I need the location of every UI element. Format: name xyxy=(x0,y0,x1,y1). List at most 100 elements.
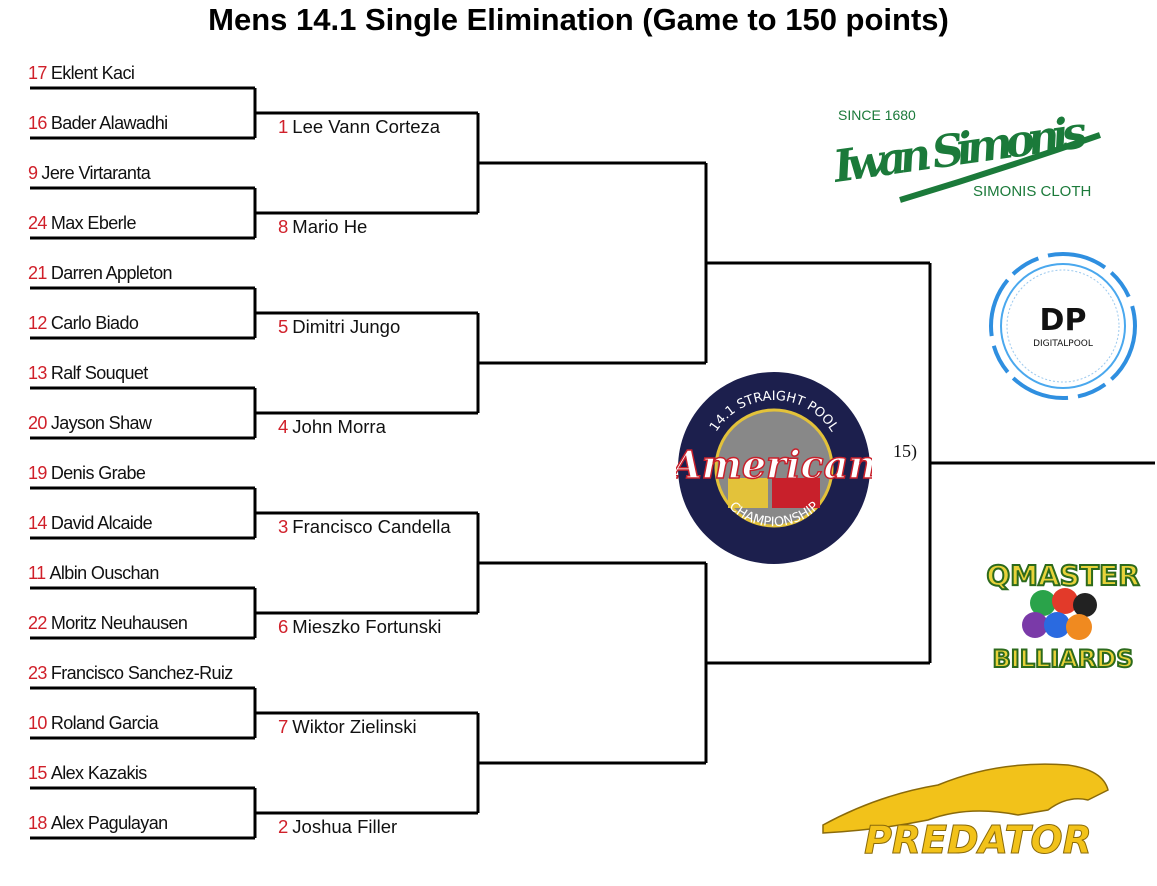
player-name: Wiktor Zielinski xyxy=(292,716,417,737)
seed-number: 10 xyxy=(28,713,47,733)
player-name: Denis Grabe xyxy=(50,463,146,483)
panther-icon xyxy=(822,763,1109,834)
ball xyxy=(1044,612,1070,638)
player-name: Moritz Neuhausen xyxy=(50,613,188,633)
player-name: John Morra xyxy=(292,416,386,437)
player-name: David Alcaide xyxy=(50,513,153,533)
seed-number: 19 xyxy=(28,463,47,483)
qmaster-top: QMASTER xyxy=(986,559,1139,592)
seed-number: 4 xyxy=(278,416,289,437)
qmaster-logo-graphic: QMASTER BILLIARDS xyxy=(985,558,1140,674)
seed-number: 13 xyxy=(28,363,47,383)
seed-number: 17 xyxy=(28,63,47,83)
player-name: Francisco Sanchez-Ruiz xyxy=(50,663,233,683)
simonis-swoosh xyxy=(899,132,1101,203)
seed-number: 3 xyxy=(278,516,289,537)
player-name: Albin Ouschan xyxy=(49,563,160,583)
player-name: Joshua Filler xyxy=(292,816,398,837)
seed-number: 9 xyxy=(28,163,38,183)
seed-number: 23 xyxy=(28,663,47,683)
dp-inner-ring xyxy=(1006,269,1120,383)
player-name: Ralf Souquet xyxy=(50,363,148,383)
player-name: Darren Appleton xyxy=(50,263,173,283)
player-name: Jere Virtaranta xyxy=(41,163,151,183)
seed-number: 6 xyxy=(278,616,289,637)
player-name: Mieszko Fortunski xyxy=(292,616,442,637)
seed-number: 11 xyxy=(28,563,46,583)
bracket-title: Mens 14.1 Single Elimination (Game to 15… xyxy=(208,2,949,37)
ball xyxy=(1052,588,1078,614)
dp-mark: DP xyxy=(1040,303,1087,338)
qmaster-bottom: BILLIARDS xyxy=(993,645,1134,673)
american-main-text: American xyxy=(676,442,872,487)
seed-number: 22 xyxy=(28,613,47,633)
seed-number: 5 xyxy=(278,316,289,337)
digitalpool-logo-graphic: DP DIGITALPOOL xyxy=(989,252,1137,400)
player-name: Alex Pagulayan xyxy=(50,813,168,833)
player-name: Alex Kazakis xyxy=(50,763,147,783)
ball xyxy=(1066,614,1092,640)
player-name: Eklent Kaci xyxy=(50,63,135,83)
predator-text: PREDATOR xyxy=(864,818,1092,860)
predator-logo-graphic: PREDATOR xyxy=(822,763,1109,863)
seed-number: 24 xyxy=(28,213,47,233)
ball xyxy=(1030,590,1056,616)
seed-number: 14 xyxy=(28,513,47,533)
player-name: Dimitri Jungo xyxy=(292,316,401,337)
us-flag xyxy=(772,478,820,508)
seed-number: 7 xyxy=(278,716,289,737)
simonis-logo: SINCE 1680 Iwan Simonis SIMONIS CLOTH xyxy=(828,100,1110,210)
qmaster-logo: QMASTER BILLIARDS xyxy=(985,555,1141,675)
seed-number: 20 xyxy=(28,413,47,433)
seed-number: 8 xyxy=(278,216,289,237)
american-championship-logo: 14.1 STRAIGHT POOL American CHAMPIONSHIP xyxy=(668,370,877,566)
player-name: Francisco Candella xyxy=(292,516,451,537)
dp-outer-ring xyxy=(989,252,1137,400)
seed-number: 16 xyxy=(28,113,47,133)
simonis-logo-graphic: SINCE 1680 Iwan Simonis SIMONIS CLOTH xyxy=(828,107,1101,203)
digitalpool-logo: DP DIGITALPOOL xyxy=(985,248,1141,404)
final-match-label: 15) xyxy=(893,441,917,461)
ball xyxy=(1073,593,1097,617)
seed-number: 2 xyxy=(278,816,289,837)
simonis-sub: SIMONIS CLOTH xyxy=(973,183,1091,200)
dp-mid-ring xyxy=(1000,263,1126,389)
simonis-since: SINCE 1680 xyxy=(838,107,916,123)
ball xyxy=(1022,612,1048,638)
player-name: Roland Garcia xyxy=(50,713,159,733)
maryland-flag xyxy=(728,478,768,508)
predator-logo: PREDATOR xyxy=(818,755,1118,863)
player-name: Bader Alawadhi xyxy=(50,113,168,133)
dp-name: DIGITALPOOL xyxy=(1033,339,1093,349)
player-name: Mario He xyxy=(292,216,368,237)
player-name: Lee Vann Corteza xyxy=(292,116,441,137)
seed-number: 21 xyxy=(28,263,47,283)
seed-number: 12 xyxy=(28,313,47,333)
player-name: Max Eberle xyxy=(50,213,137,233)
american-logo-graphic: 14.1 STRAIGHT POOL American CHAMPIONSHIP xyxy=(668,372,877,564)
seed-number: 1 xyxy=(278,116,289,137)
